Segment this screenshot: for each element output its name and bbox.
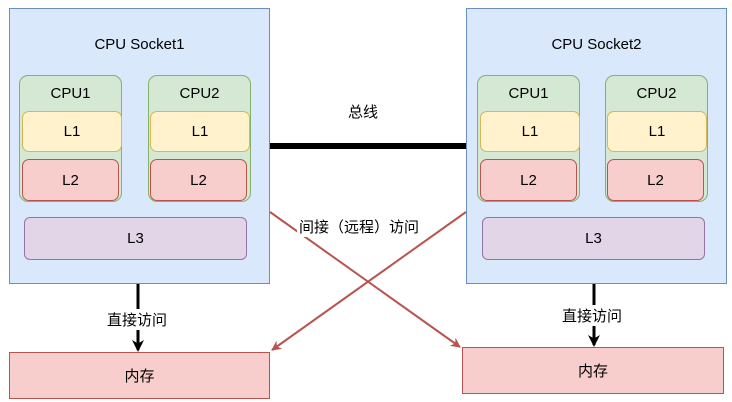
memory-right: 内存	[462, 347, 724, 394]
socket1-cpu1-l2-cache: L2	[22, 159, 119, 201]
bus-label: 总线	[346, 101, 381, 122]
socket1-cpu1-l1-cache: L1	[22, 111, 122, 152]
remote-access-label: 间接（远程）访问	[297, 216, 422, 237]
socket2-cpu2-l2-cache: L2	[607, 159, 704, 201]
socket1-l3-cache: L3	[24, 217, 247, 260]
socket-title: CPU Socket1	[94, 36, 185, 53]
socket2-cpu1-l2-cache: L2	[480, 159, 577, 201]
direct-access-label-right: 直接访问	[560, 305, 625, 326]
cpu-name: CPU1	[50, 85, 91, 102]
cpu-name: CPU2	[636, 85, 677, 102]
socket2-cpu1-l1-cache: L1	[480, 111, 580, 152]
direct-access-label-left: 直接访问	[105, 309, 170, 330]
socket1-cpu2-l2-cache: L2	[150, 159, 247, 201]
socket-title: CPU Socket2	[551, 36, 642, 53]
socket1-cpu2-l1-cache: L1	[150, 111, 250, 152]
cpu-name: CPU2	[179, 85, 220, 102]
memory-left: 内存	[9, 352, 270, 399]
socket2-cpu2-l1-cache: L1	[607, 111, 707, 152]
cpu-name: CPU1	[508, 85, 549, 102]
remote-arrow-socket2-to-memory1	[271, 211, 467, 351]
socket2-l3-cache: L3	[482, 217, 705, 260]
